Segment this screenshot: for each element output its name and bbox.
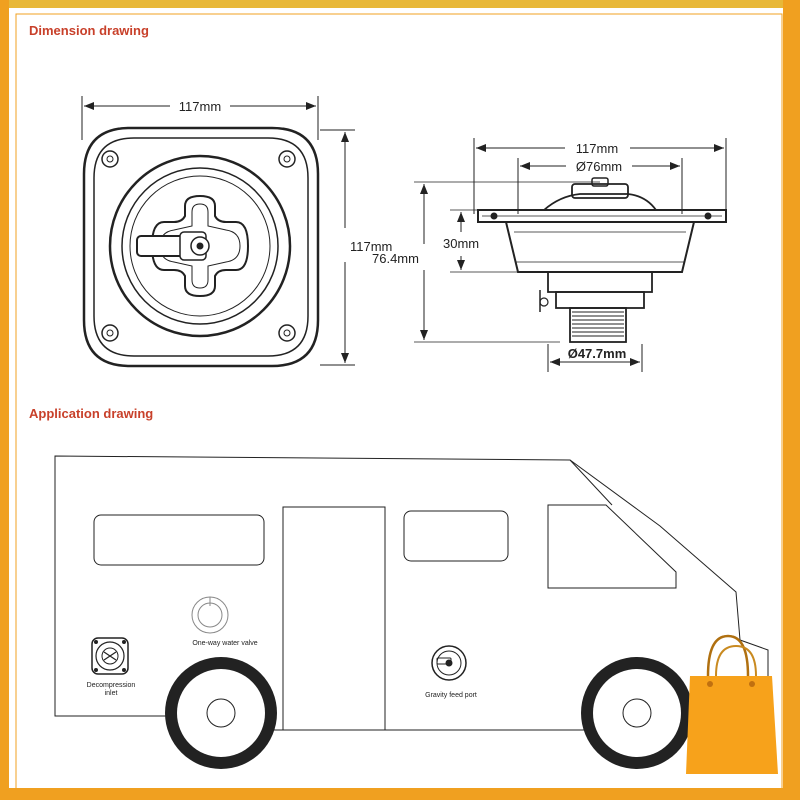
bottom-border: [0, 788, 800, 800]
decompression-label-line1: Decompression: [87, 682, 136, 689]
inner-border: [15, 13, 783, 791]
gravity-feed-port-icon: [431, 645, 467, 681]
side-inner-label: Ø76mm: [576, 159, 622, 174]
side-height-total-label: 76.4mm: [372, 251, 419, 266]
side-height-upper-label: 30mm: [443, 236, 479, 251]
rear-wheel: [581, 657, 693, 769]
application-drawing-title: Application drawing: [29, 406, 154, 421]
front-wheel: [165, 657, 277, 769]
shopping-bag-icon: [686, 634, 778, 774]
gravity-feed-label: Gravity feed port: [425, 692, 477, 699]
thread-diameter-label: Ø47.7mm: [568, 346, 627, 361]
one-way-valve-icon: [191, 596, 229, 634]
left-border: [0, 0, 9, 800]
side-view: [414, 138, 727, 372]
front-width-label: 117mm: [179, 99, 221, 114]
dimension-drawing-title: Dimension drawing: [29, 23, 149, 38]
front-height-label: 117mm: [350, 239, 392, 254]
front-view: [81, 96, 355, 368]
top-border: [0, 0, 800, 8]
one-way-valve-label: One-way water valve: [192, 640, 257, 647]
decompression-label-line2: inlet: [105, 690, 118, 697]
decompression-inlet-icon: [91, 637, 129, 675]
side-width-label: 117mm: [576, 141, 618, 156]
right-border: [783, 0, 800, 800]
